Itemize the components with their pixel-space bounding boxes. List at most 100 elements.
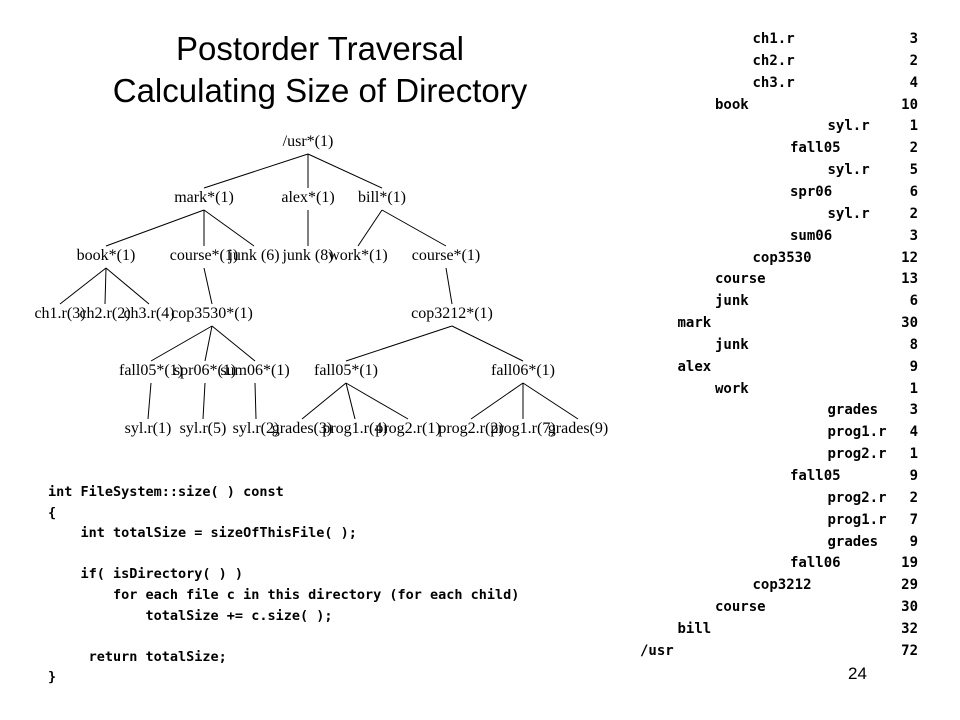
tree-node-alex: alex*(1) bbox=[281, 189, 334, 206]
listing-entry-name: fall05 bbox=[790, 468, 841, 484]
listing-entry-name: course bbox=[715, 271, 766, 288]
listing-entry-name: syl.r bbox=[827, 118, 870, 135]
code-line: } bbox=[48, 669, 57, 686]
tree-node-course_mark: course*(1) bbox=[170, 247, 238, 264]
tree-node-usr: /usr*(1) bbox=[283, 133, 334, 150]
tree-edge-cop3530-fall05a bbox=[150, 325, 213, 362]
tree-node-course_bill: course*(1) bbox=[412, 247, 480, 264]
listing-entry-size: 1 bbox=[909, 380, 918, 397]
listing-row: ch3.r 4 bbox=[630, 72, 930, 94]
tree-edge-cop3530-sum06 bbox=[211, 325, 256, 362]
listing-entry-name: ch3.r bbox=[752, 74, 795, 91]
tree-node-ch3: ch3.r(4) bbox=[123, 305, 174, 322]
tree-node-junk_alex: junk (8) bbox=[281, 247, 333, 264]
tree-edge-spr06-syl5 bbox=[202, 382, 206, 420]
listing-entry-size: 30 bbox=[901, 599, 918, 616]
tree-edge-cop3530-spr06 bbox=[204, 325, 213, 362]
listing-entry-name: prog2.r bbox=[827, 489, 887, 506]
tree-node-grades3: grades(3) bbox=[272, 420, 332, 437]
tree-node-prog2_2: prog2.r(2) bbox=[438, 420, 503, 437]
listing-entry-size: 2 bbox=[909, 489, 918, 506]
listing-row: prog2.r 1 bbox=[630, 443, 930, 465]
tree-node-bill: bill*(1) bbox=[358, 189, 406, 206]
listing-entry-name: junk bbox=[715, 293, 749, 310]
listing-row: syl.r 2 bbox=[630, 203, 930, 225]
listing-entry-name: prog1.r bbox=[827, 511, 887, 528]
listing-entry-size: 9 bbox=[909, 358, 918, 375]
listing-entry-size: 1 bbox=[909, 446, 918, 463]
tree-edge-book-ch1 bbox=[59, 267, 107, 305]
code-line: int totalSize = sizeOfThisFile( ); bbox=[48, 525, 357, 542]
listing-entry-name: ch2.r bbox=[752, 52, 795, 69]
tree-edge-usr-mark bbox=[203, 153, 309, 189]
listing-entry-size: 29 bbox=[901, 577, 918, 594]
listing-entry-size: 3 bbox=[909, 402, 918, 419]
listing-entry-name: /usr bbox=[640, 642, 674, 659]
listing-entry-name: fall06 bbox=[790, 555, 841, 572]
tree-node-junk_mark: junk (6) bbox=[227, 247, 279, 264]
listing-entry-size: 2 bbox=[909, 205, 918, 222]
listing-entry-name: junk bbox=[715, 336, 749, 353]
tree-node-ch2: ch2.r(2) bbox=[79, 305, 130, 322]
listing-row: junk 8 bbox=[630, 334, 930, 356]
code-line: return totalSize; bbox=[48, 648, 227, 665]
listing-row: prog1.r 7 bbox=[630, 509, 930, 531]
listing-entry-name: grades bbox=[827, 533, 879, 550]
tree-node-fall05b: fall05*(1) bbox=[314, 362, 378, 379]
listing-entry-name: grades bbox=[827, 402, 879, 419]
listing-entry-size: 7 bbox=[909, 511, 918, 528]
listing-entry-size: 3 bbox=[909, 227, 918, 244]
tree-edge-cop3212-fall06 bbox=[451, 325, 524, 362]
listing-entry-name: ch1.r bbox=[752, 31, 795, 47]
page-number: 24 bbox=[848, 664, 867, 683]
tree-node-cop3530: cop3530*(1) bbox=[171, 305, 253, 322]
listing-entry-size: 8 bbox=[909, 336, 918, 353]
listing-entry-size: 13 bbox=[901, 271, 918, 288]
listing-entry-size: 3 bbox=[909, 31, 918, 47]
tree-node-spr06: spr06*(1) bbox=[174, 362, 236, 379]
title-line-2: Calculating Size of Directory bbox=[112, 72, 528, 109]
directory-tree-diagram: /usr*(1)mark*(1)alex*(1)bill*(1)book*(1)… bbox=[34, 133, 608, 437]
listing-entry-name: book bbox=[715, 96, 749, 113]
listing-entry-size: 9 bbox=[909, 468, 918, 484]
listing-entry-size: 4 bbox=[909, 74, 918, 91]
tree-edge-course_mark-cop3530 bbox=[203, 267, 213, 305]
tree-node-work: work*(1) bbox=[328, 247, 388, 264]
listing-row: grades 3 bbox=[630, 399, 930, 421]
tree-node-prog1_4: prog1.r(4) bbox=[322, 420, 387, 437]
tree-node-grades9: grades(9) bbox=[548, 420, 608, 437]
listing-entry-name: syl.r bbox=[827, 205, 870, 222]
listing-entry-name: course bbox=[715, 599, 766, 616]
listing-entry-size: 32 bbox=[901, 620, 918, 637]
listing-row: fall05 9 bbox=[630, 465, 930, 487]
listing-entry-size: 19 bbox=[901, 555, 918, 572]
title-line-1: Postorder Traversal bbox=[176, 30, 464, 67]
tree-edge-fall05b-grades3 bbox=[301, 382, 347, 420]
tree-edge-sum06-syl2 bbox=[254, 382, 257, 420]
listing-entry-size: 6 bbox=[909, 183, 918, 200]
tree-node-fall05a: fall05*(1) bbox=[119, 362, 183, 379]
code-line: { bbox=[48, 504, 57, 521]
listing-entry-size: 2 bbox=[909, 140, 918, 157]
tree-edge-fall05a-syl1 bbox=[147, 382, 152, 420]
listing-entry-name: prog1.r bbox=[827, 424, 887, 441]
listing-entry-size: 12 bbox=[901, 249, 918, 266]
listing-entry-size: 5 bbox=[909, 162, 918, 179]
tree-edge-usr-bill bbox=[307, 153, 383, 189]
listing-entry-name: cop3212 bbox=[752, 577, 812, 594]
listing-entry-name: prog2.r bbox=[827, 446, 887, 463]
tree-node-syl2: syl.r(2) bbox=[233, 420, 280, 437]
code-line: totalSize += c.size( ); bbox=[48, 607, 333, 624]
tree-edge-mark-book bbox=[105, 209, 205, 247]
listing-row: ch1.r 3 bbox=[630, 28, 930, 50]
